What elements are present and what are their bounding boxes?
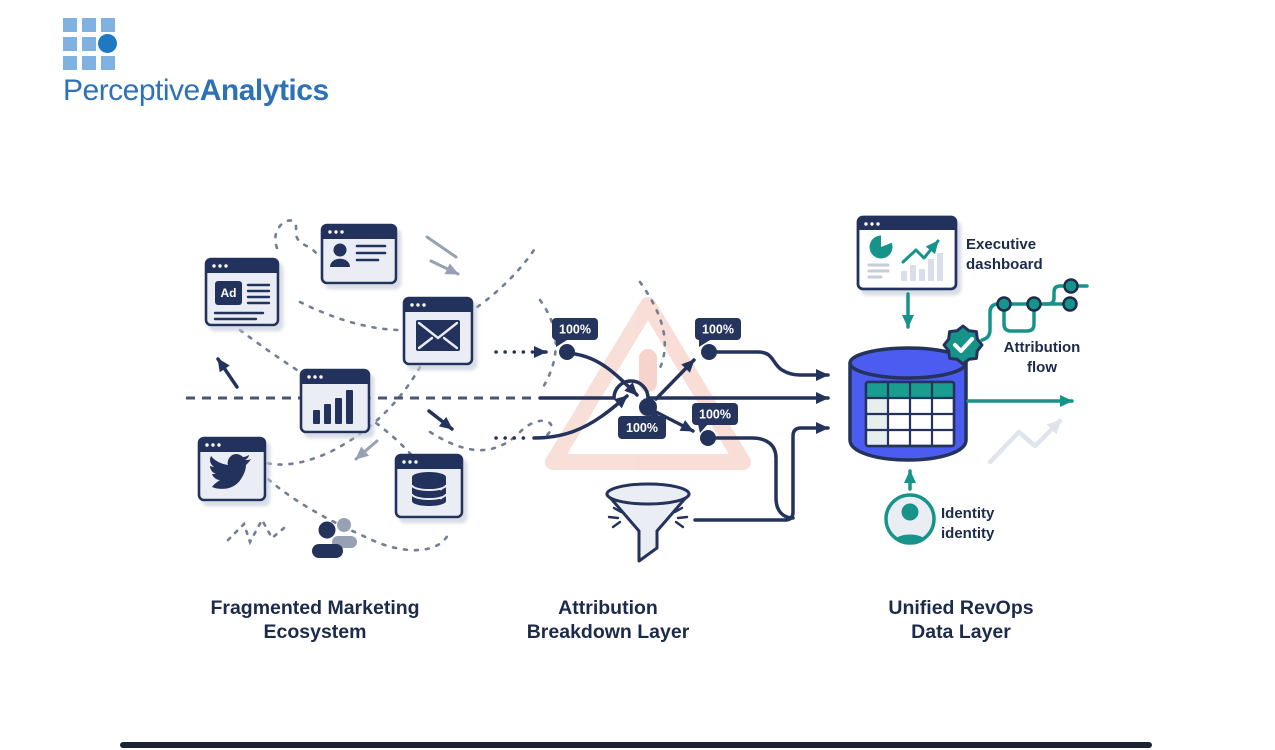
svg-text:100%: 100% <box>559 323 591 337</box>
badge-100-bottom-right: 100% <box>692 403 738 433</box>
faint-growth-arrow-icon <box>987 418 1063 465</box>
percent-badges: 100% 100% 100% 100% <box>552 318 741 439</box>
identity-label: Identity identity <box>941 505 995 543</box>
middle-section-title: Attribution Breakdown Layer <box>526 597 690 644</box>
ad-label: Ad <box>221 286 237 300</box>
perceptive-analytics-logo: PerceptiveAnalytics <box>63 18 329 107</box>
attribution-flow-nodes <box>996 278 1079 312</box>
mini-bars-icon <box>901 253 943 281</box>
email-window-icon <box>402 296 474 366</box>
data-table-icon <box>864 380 956 448</box>
right-section-title: Unified RevOps Data Layer <box>888 597 1034 644</box>
gray-down-right-arrow-icon <box>429 259 460 276</box>
db-cylinder-icon <box>411 472 447 506</box>
attribution-flow-label: Attribution flow <box>1003 339 1081 377</box>
contact-card-window-icon <box>320 223 398 285</box>
svg-text:100%: 100% <box>699 408 731 422</box>
broken-funnel-icon <box>605 482 691 563</box>
logo-word-regular: Perceptive <box>63 74 200 107</box>
navy-up-left-arrow-icon <box>216 357 239 389</box>
teal-connectors <box>902 292 1074 491</box>
badge-100-center: 100% <box>618 409 666 439</box>
executive-dashboard-window-icon <box>856 215 958 291</box>
scatter-arrows <box>216 235 460 461</box>
badge-100-top-left: 100% <box>552 318 598 347</box>
bottom-bar <box>120 742 1152 748</box>
attribution-flow-circuit <box>980 284 1089 342</box>
svg-text:100%: 100% <box>702 323 734 337</box>
trend-line-icon <box>901 239 940 264</box>
gray-down-left-arrow-icon <box>354 439 379 461</box>
logo-word-bold: Analytics <box>199 74 329 107</box>
twitter-bird-icon <box>210 454 251 489</box>
unified-database-icon <box>848 346 968 462</box>
people-icon <box>312 518 357 558</box>
attribution-breakdown-lines <box>494 346 830 522</box>
ad-window-icon: Ad <box>204 257 280 327</box>
svg-text:100%: 100% <box>626 421 658 435</box>
bar-chart-window-icon <box>299 368 371 434</box>
executive-dashboard-label: Executive dashboard <box>966 236 1043 274</box>
badge-100-top-right: 100% <box>695 318 741 347</box>
gray-line-icon <box>425 235 458 259</box>
logo-grid-icon <box>63 18 119 72</box>
navy-down-right-arrow-icon <box>427 409 454 431</box>
identity-icon <box>884 493 936 545</box>
logo-wordmark: PerceptiveAnalytics <box>63 74 329 108</box>
check-badge-icon <box>942 324 984 366</box>
dashed-zigzag <box>226 517 286 546</box>
database-window-icon <box>394 453 464 519</box>
twitter-window-icon <box>197 436 267 502</box>
pie-chart-icon <box>869 230 896 259</box>
logo-circle-icon <box>98 34 117 53</box>
left-section-title: Fragmented Marketing Ecosystem <box>210 597 420 644</box>
